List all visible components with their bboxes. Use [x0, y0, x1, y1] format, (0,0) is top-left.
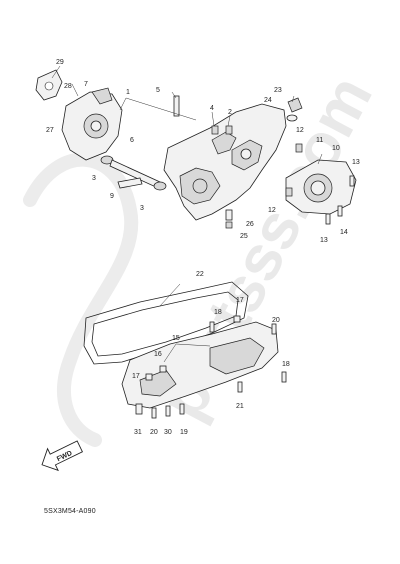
callout-17b: 17 [132, 373, 140, 380]
bolt-13a [349, 175, 355, 187]
bolt-18b [281, 371, 287, 383]
bolt-18a [209, 321, 215, 333]
callout-3a: 3 [92, 175, 96, 182]
callout-25: 25 [240, 233, 248, 240]
callout-15: 15 [172, 335, 180, 342]
callout-3b: 3 [140, 205, 144, 212]
callout-24: 24 [264, 97, 272, 104]
callout-17a: 17 [236, 297, 244, 304]
oil-seal-29 [35, 69, 63, 101]
callout-18b: 18 [282, 361, 290, 368]
bolt-20b [151, 407, 157, 419]
bolt-31 [135, 403, 143, 415]
callout-9: 9 [110, 193, 114, 200]
o-ring-24 [286, 114, 298, 122]
callout-19: 19 [180, 429, 188, 436]
diagram-code: 5SX3M54-A090 [44, 508, 96, 515]
callout-13b: 13 [320, 237, 328, 244]
callout-22: 22 [196, 271, 204, 278]
callout-5: 5 [156, 87, 160, 94]
dowel-16 [159, 365, 167, 373]
callout-10: 10 [332, 145, 340, 152]
callout-20a: 20 [272, 317, 280, 324]
callout-11: 11 [316, 137, 323, 144]
callout-28: 28 [64, 83, 72, 90]
callout-1: 1 [126, 89, 130, 96]
bolt-19 [179, 403, 185, 415]
callout-2: 2 [228, 109, 232, 116]
callout-7: 7 [84, 81, 88, 88]
fwd-arrow-icon: FWD [41, 440, 84, 472]
bolt-14 [337, 205, 343, 217]
callout-18a: 18 [214, 309, 222, 316]
callout-30: 30 [164, 429, 172, 436]
callout-31: 31 [134, 429, 142, 436]
callout-13a: 13 [352, 159, 360, 166]
bolt-13b [325, 213, 331, 225]
callout-20b: 20 [150, 429, 158, 436]
bolt-21 [237, 381, 243, 393]
plug-23 [287, 97, 303, 113]
callout-6: 6 [130, 137, 134, 144]
shaft-assembly [100, 155, 167, 191]
callout-labels: 29 7 28 27 1 5 4 2 23 24 6 3 9 3 10 11 1… [46, 59, 360, 436]
callout-27: 27 [46, 127, 54, 134]
callout-23: 23 [274, 87, 282, 94]
dowel-2 [225, 125, 233, 135]
washer-25 [225, 221, 233, 229]
callout-4: 4 [210, 105, 214, 112]
watermark-swirl [23, 152, 139, 447]
dowel-pin-5 [173, 95, 180, 117]
crankcase-cover-15 [121, 321, 279, 409]
dowel-17a [233, 315, 241, 323]
callout-12a: 12 [296, 127, 304, 134]
callout-29: 29 [56, 59, 64, 66]
callout-21: 21 [236, 403, 244, 410]
gasket-22-inner [91, 291, 239, 357]
callout-14: 14 [340, 229, 348, 236]
bolt-30 [165, 405, 171, 417]
dowel-12a [295, 143, 303, 153]
callout-12b: 12 [268, 207, 276, 214]
bolt-26 [225, 209, 233, 221]
leader-lines [51, 65, 323, 363]
side-cover-10 [285, 159, 357, 215]
dowel-17b [145, 373, 153, 381]
dowel-12b [285, 187, 293, 197]
callout-26: 26 [246, 221, 254, 228]
bolt-20a [271, 323, 277, 335]
bearing-housing [61, 87, 123, 161]
gasket-22 [83, 281, 249, 365]
dowel-4 [211, 125, 219, 135]
callout-16: 16 [154, 351, 162, 358]
crankcase-cover [163, 103, 287, 221]
